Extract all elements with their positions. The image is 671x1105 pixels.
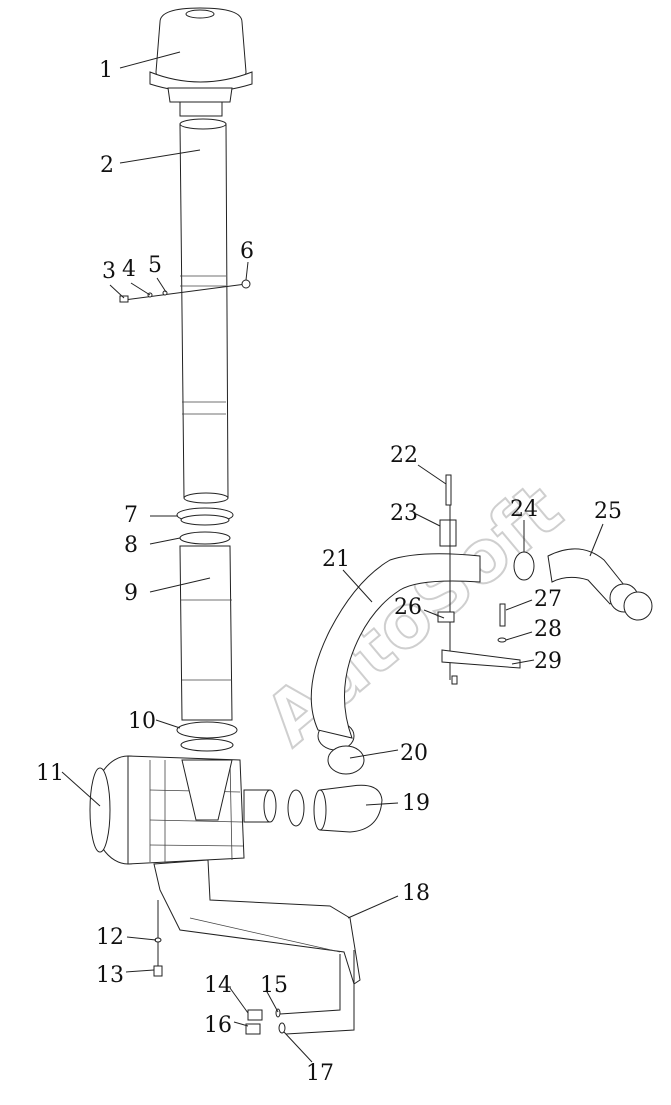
callout-15: 15 [260,973,288,998]
callout-18: 18 [402,881,430,906]
callout-6: 6 [240,239,254,264]
lower-intake-hose [179,545,233,721]
callout-13: 13 [96,963,124,988]
callout-5: 5 [148,253,162,278]
bent-intake-pipe [310,553,481,739]
leader-lines [61,51,604,1063]
callout-17: 17 [306,1061,334,1086]
mounting-hardware [153,900,286,1035]
mounting-bracket [153,859,361,1035]
pre-cleaner-cap [149,7,253,117]
elbow-hose [287,784,383,833]
callout-25: 25 [594,499,622,524]
callout-2: 2 [100,153,114,178]
callout-26: 26 [394,595,422,620]
callout-20: 20 [400,741,428,766]
callout-24: 24 [510,497,538,522]
callout-7: 7 [124,503,138,528]
callout-19: 19 [402,791,430,816]
callout-23: 23 [390,501,418,526]
bracket-assembly [437,474,653,685]
hose-clamp-rings [176,507,234,545]
callout-9: 9 [124,581,138,606]
callout-4: 4 [122,257,136,282]
callout-16: 16 [204,1013,232,1038]
callout-8: 8 [124,533,138,558]
callout-27: 27 [534,587,562,612]
callout-29: 29 [534,649,562,674]
upper-intake-tube [179,118,229,504]
air-filter-housing [89,755,277,865]
callout-14: 14 [204,973,232,998]
callout-10: 10 [128,709,156,734]
callout-12: 12 [96,925,124,950]
callout-21: 21 [322,547,350,572]
callout-3: 3 [102,259,116,284]
callout-22: 22 [390,443,418,468]
callout-1: 1 [99,58,113,83]
callout-28: 28 [534,617,562,642]
callout-labels: 1 2 3 4 5 6 7 8 9 10 11 12 13 14 15 16 1… [36,58,622,1086]
lower-clamp [176,721,238,739]
callout-11: 11 [36,761,64,786]
